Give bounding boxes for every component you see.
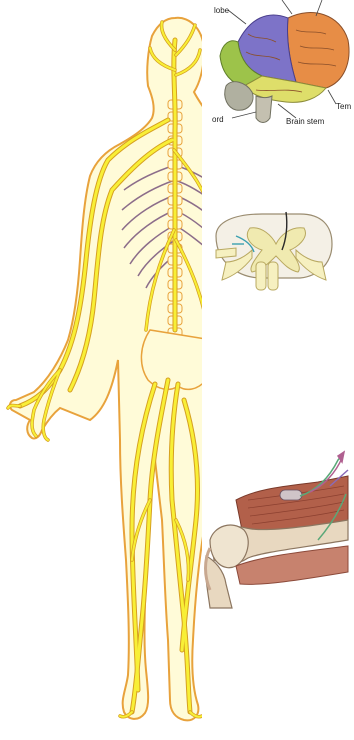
pelvis	[141, 330, 212, 389]
label-cord: ord	[212, 115, 224, 124]
muscle-spindle	[280, 490, 302, 500]
label-temporal: Tem	[336, 102, 351, 111]
human-body-figure	[8, 18, 218, 721]
label-lobe: lobe	[214, 6, 230, 15]
brain-stem	[256, 96, 272, 123]
label-brain-stem: Brain stem	[286, 117, 325, 126]
inset-panel-column	[202, 0, 354, 735]
